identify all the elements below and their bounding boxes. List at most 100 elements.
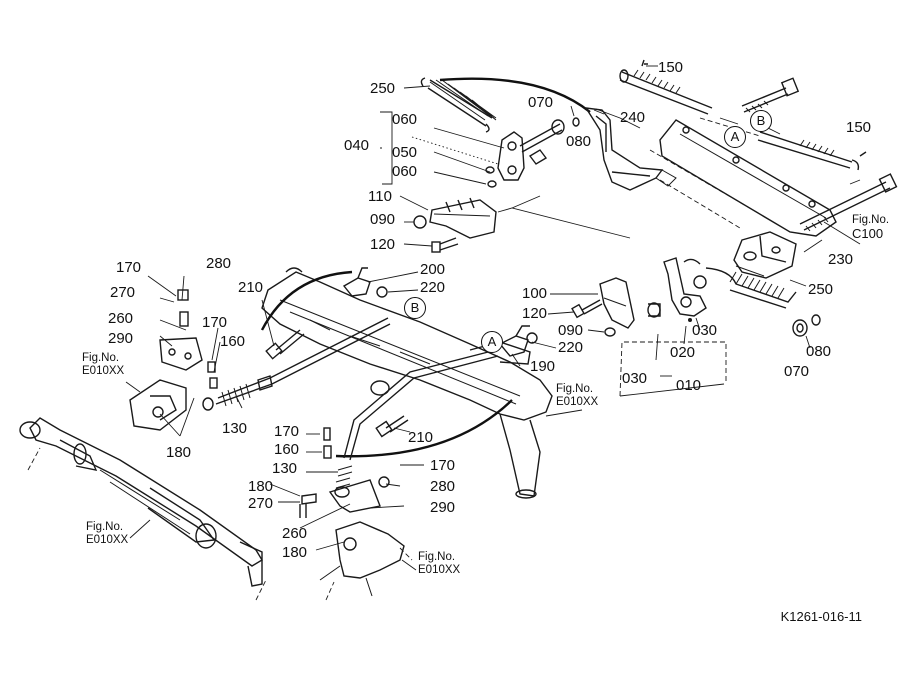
part-label-230: 230 (828, 251, 854, 268)
tie-rod-left (19, 417, 267, 601)
nut-070-080-right (792, 314, 821, 337)
callout-a-top: A (724, 126, 746, 148)
leader-110-240 (497, 195, 631, 239)
part-label-060-top: 060 (392, 111, 418, 128)
part-label-090-top: 090 (370, 211, 396, 228)
part-label-290-left: 290 (108, 330, 134, 347)
fig-ref-c100-line2: C100 (852, 226, 884, 242)
part-label-070-right: 070 (784, 363, 810, 380)
part-label-010: 010 (676, 377, 702, 394)
part-label-220-right: 220 (558, 339, 584, 356)
cable-arc-top (439, 77, 591, 113)
bracket-190 (498, 325, 538, 357)
part-label-030-top: 030 (692, 322, 718, 339)
cable-arc-bottom (335, 399, 513, 458)
part-label-170-lower: 170 (274, 423, 300, 440)
fig-ref-e010-mid: Fig.No. E010XX (556, 383, 598, 409)
part-label-080-top: 080 (566, 133, 592, 150)
fig-ref-c100: Fig.No. C100 (852, 214, 889, 242)
fig-ref-e010-left-line1: Fig.No. (82, 352, 120, 364)
part-label-280-left: 280 (206, 255, 232, 272)
part-label-170-mid: 170 (202, 314, 228, 331)
part-label-220-top: 220 (420, 279, 446, 296)
fig-ref-e010-bottom-line1: Fig.No. (418, 551, 456, 563)
part-label-120-top: 120 (370, 236, 396, 253)
part-label-250-top: 250 (370, 80, 396, 97)
fig-ref-e010-mid-line1: Fig.No. (556, 383, 594, 395)
part-label-210-right: 210 (408, 429, 434, 446)
knuckle-left (129, 289, 218, 431)
bracket-200 (342, 267, 388, 298)
part-label-040: 040 (344, 137, 370, 154)
bolt-top-right (741, 77, 800, 113)
part-label-130-upper: 130 (222, 420, 248, 437)
fig-ref-e010-axle-line2: E010XX (86, 534, 129, 547)
part-label-050: 050 (392, 144, 418, 161)
plate-110 (413, 197, 497, 253)
part-label-200: 200 (420, 261, 446, 278)
bolt-210-right (375, 415, 409, 438)
part-label-260-lower: 260 (282, 525, 308, 542)
cable-130-upper (202, 317, 391, 411)
fig-ref-e010-left: Fig.No. E010XX (82, 352, 124, 378)
part-label-030-bottom: 030 (622, 370, 648, 387)
fig-ref-e010-mid-line2: E010XX (556, 396, 599, 409)
fig-ref-c100-line1: Fig.No. (852, 214, 890, 226)
fig-ref-e010-bottom-line2: E010XX (418, 564, 461, 577)
part-label-070-top: 070 (528, 94, 554, 111)
fig-ref-e010-bottom: Fig.No. E010XX (418, 551, 460, 577)
part-label-180-bottom: 180 (282, 544, 308, 561)
part-label-020: 020 (670, 344, 696, 361)
lever-010 (647, 257, 707, 322)
fig-ref-e010-axle-line1: Fig.No. (86, 521, 124, 533)
fig-ref-e010-left-line2: E010XX (82, 365, 125, 378)
callout-a-mid: A (481, 331, 503, 353)
part-label-270-lower: 270 (248, 495, 274, 512)
part-label-110: 110 (368, 188, 392, 205)
assembly-010-boundary (619, 341, 727, 397)
part-label-170-right: 170 (430, 457, 456, 474)
fig-ref-e010-axle: Fig.No. E010XX (86, 521, 128, 547)
part-label-260-left: 260 (108, 310, 134, 327)
part-label-250-right: 250 (808, 281, 834, 298)
part-label-150-top: 150 (658, 59, 684, 76)
rod-150-top (619, 59, 713, 115)
part-label-190: 190 (530, 358, 556, 375)
part-label-160-left: 160 (220, 333, 246, 350)
part-label-280-right: 280 (430, 478, 456, 495)
part-label-270-left: 270 (110, 284, 136, 301)
spring-250-right (705, 267, 797, 309)
bracket-100 (571, 277, 635, 337)
pedal-240 (584, 107, 677, 191)
part-label-170-left: 170 (116, 259, 142, 276)
bolt-210-left (265, 329, 305, 360)
drawing-code: K1261-016-11 (780, 609, 862, 624)
part-label-210-left: 210 (238, 279, 264, 296)
bracket-230 (733, 231, 797, 279)
part-label-100: 100 (522, 285, 548, 302)
cable-arc-left (260, 270, 353, 331)
leader-lines (125, 85, 861, 571)
part-label-180-mid: 180 (248, 478, 274, 495)
knuckle-lower (299, 427, 413, 601)
part-label-180-left: 180 (166, 444, 192, 461)
part-label-090-right: 090 (558, 322, 584, 339)
rod-150-right (699, 117, 867, 171)
part-label-120-right: 120 (522, 305, 548, 322)
callout-b-mid: B (404, 297, 426, 319)
part-label-080-right: 080 (806, 343, 832, 360)
spring-250-top (420, 77, 497, 133)
support-plate (649, 119, 837, 237)
main-axle-beam (261, 267, 553, 499)
cable-130-lower (334, 349, 499, 498)
lever-040 (485, 117, 580, 188)
part-label-060-mid: 060 (392, 163, 418, 180)
callout-b-top: B (750, 110, 772, 132)
part-label-150-right: 150 (846, 119, 872, 136)
part-label-240: 240 (620, 109, 646, 126)
part-label-290-right: 290 (430, 499, 456, 516)
part-label-130-lower: 130 (272, 460, 298, 477)
part-label-160-lower: 160 (274, 441, 300, 458)
